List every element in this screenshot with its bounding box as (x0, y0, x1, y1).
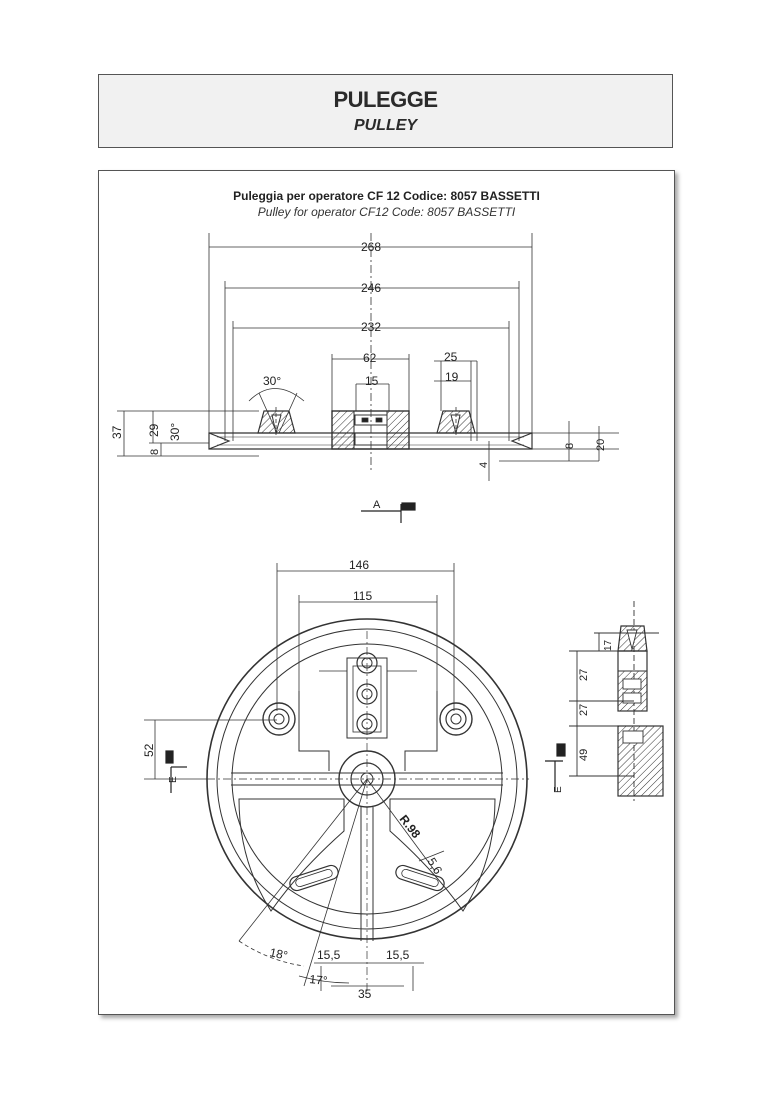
front-view-dimensions: 146 115 52 R.98 5,6 18° 17° 15,5 15,5 35 (142, 558, 445, 1001)
dim-diameter-62: 62 (363, 351, 377, 365)
dim-diameter-246: 246 (361, 281, 381, 295)
section-label-e-right: E (553, 786, 564, 793)
dim-spacing-15-5-right: 15,5 (386, 948, 410, 962)
dim-diameter-15: 15 (365, 374, 379, 388)
section-label-e-left: E (168, 776, 179, 783)
dim-height-20: 20 (595, 439, 607, 451)
dim-vertical-27-lower: 27 (578, 704, 590, 716)
dim-width-35: 35 (358, 987, 372, 1001)
section-marker-e-right (545, 743, 566, 791)
page-header: PULEGGE PULLEY (98, 74, 673, 148)
dim-spacing-15-5-left: 15,5 (317, 948, 341, 962)
dim-height-4: 4 (478, 462, 490, 468)
dim-angle-17: 17° (309, 972, 329, 988)
dim-diameter-268: 268 (361, 240, 381, 254)
section-marker-e-left (165, 750, 187, 793)
dim-diameter-19: 19 (445, 370, 459, 384)
section-e-view (569, 601, 664, 801)
dim-height-29: 29 (147, 423, 161, 437)
dim-radius-98: R.98 (397, 812, 424, 841)
page-subtitle: PULLEY (353, 117, 418, 134)
dim-height-8-left: 8 (149, 449, 161, 455)
dim-angle-30-side: 30° (168, 423, 182, 441)
dim-width-115: 115 (353, 589, 372, 603)
section-e-dimensions: 27 27 49 17 (578, 639, 614, 761)
front-view (144, 563, 529, 991)
dim-diameter-25: 25 (444, 350, 458, 364)
dim-angle-18: 18° (268, 945, 289, 963)
dim-vertical-49: 49 (578, 749, 590, 761)
pulley-technical-drawing: 268 246 232 62 15 25 19 30° 30° 37 29 8 … (110, 233, 664, 1001)
side-section-view (117, 233, 619, 481)
dim-diameter-17: 17 (603, 639, 614, 651)
caption-english: Pulley for operator CF12 Code: 8057 BASS… (257, 205, 516, 219)
section-label-a: A (373, 499, 381, 511)
dim-vertical-52: 52 (142, 743, 156, 757)
section-marker-a (361, 502, 416, 523)
side-view-dimensions: 268 246 232 62 15 25 19 30° 30° 37 29 8 … (110, 240, 607, 468)
page-title: PULEGGE (333, 87, 438, 112)
dim-diameter-232: 232 (361, 320, 381, 334)
dim-vertical-27-upper: 27 (578, 669, 590, 681)
dim-thickness-5-6: 5,6 (424, 855, 445, 877)
dim-angle-30-top: 30° (263, 374, 281, 388)
dim-width-146: 146 (349, 558, 369, 572)
dim-height-8-right: 8 (564, 443, 576, 449)
caption-italian: Puleggia per operatore CF 12 Codice: 805… (233, 189, 540, 203)
drawing-panel: Puleggia per operatore CF 12 Codice: 805… (98, 170, 675, 1015)
dim-height-37: 37 (110, 425, 124, 439)
